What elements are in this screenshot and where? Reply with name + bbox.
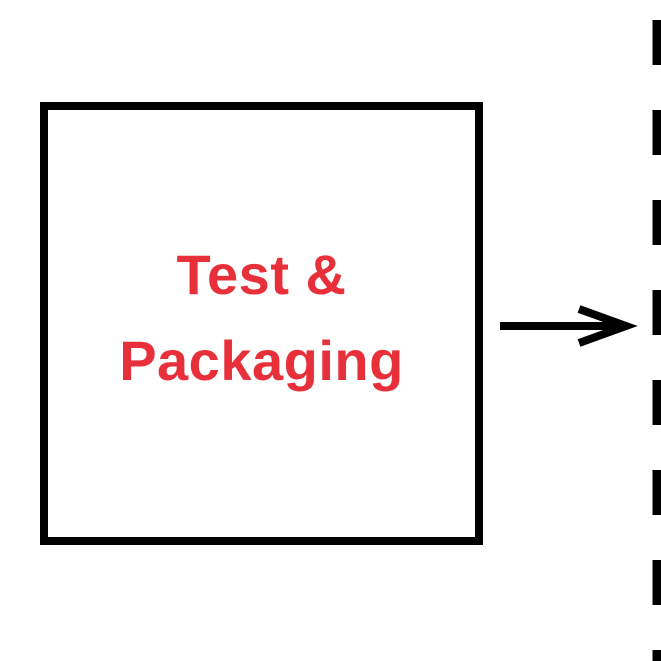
- flow-arrow: [500, 305, 638, 347]
- arrow-head-icon: [577, 305, 638, 347]
- process-label: Test & Packaging: [119, 232, 404, 404]
- process-label-line-2: Packaging: [119, 328, 404, 392]
- test-packaging-box[interactable]: Test & Packaging: [40, 102, 483, 545]
- process-label-line-1: Test &: [176, 242, 347, 306]
